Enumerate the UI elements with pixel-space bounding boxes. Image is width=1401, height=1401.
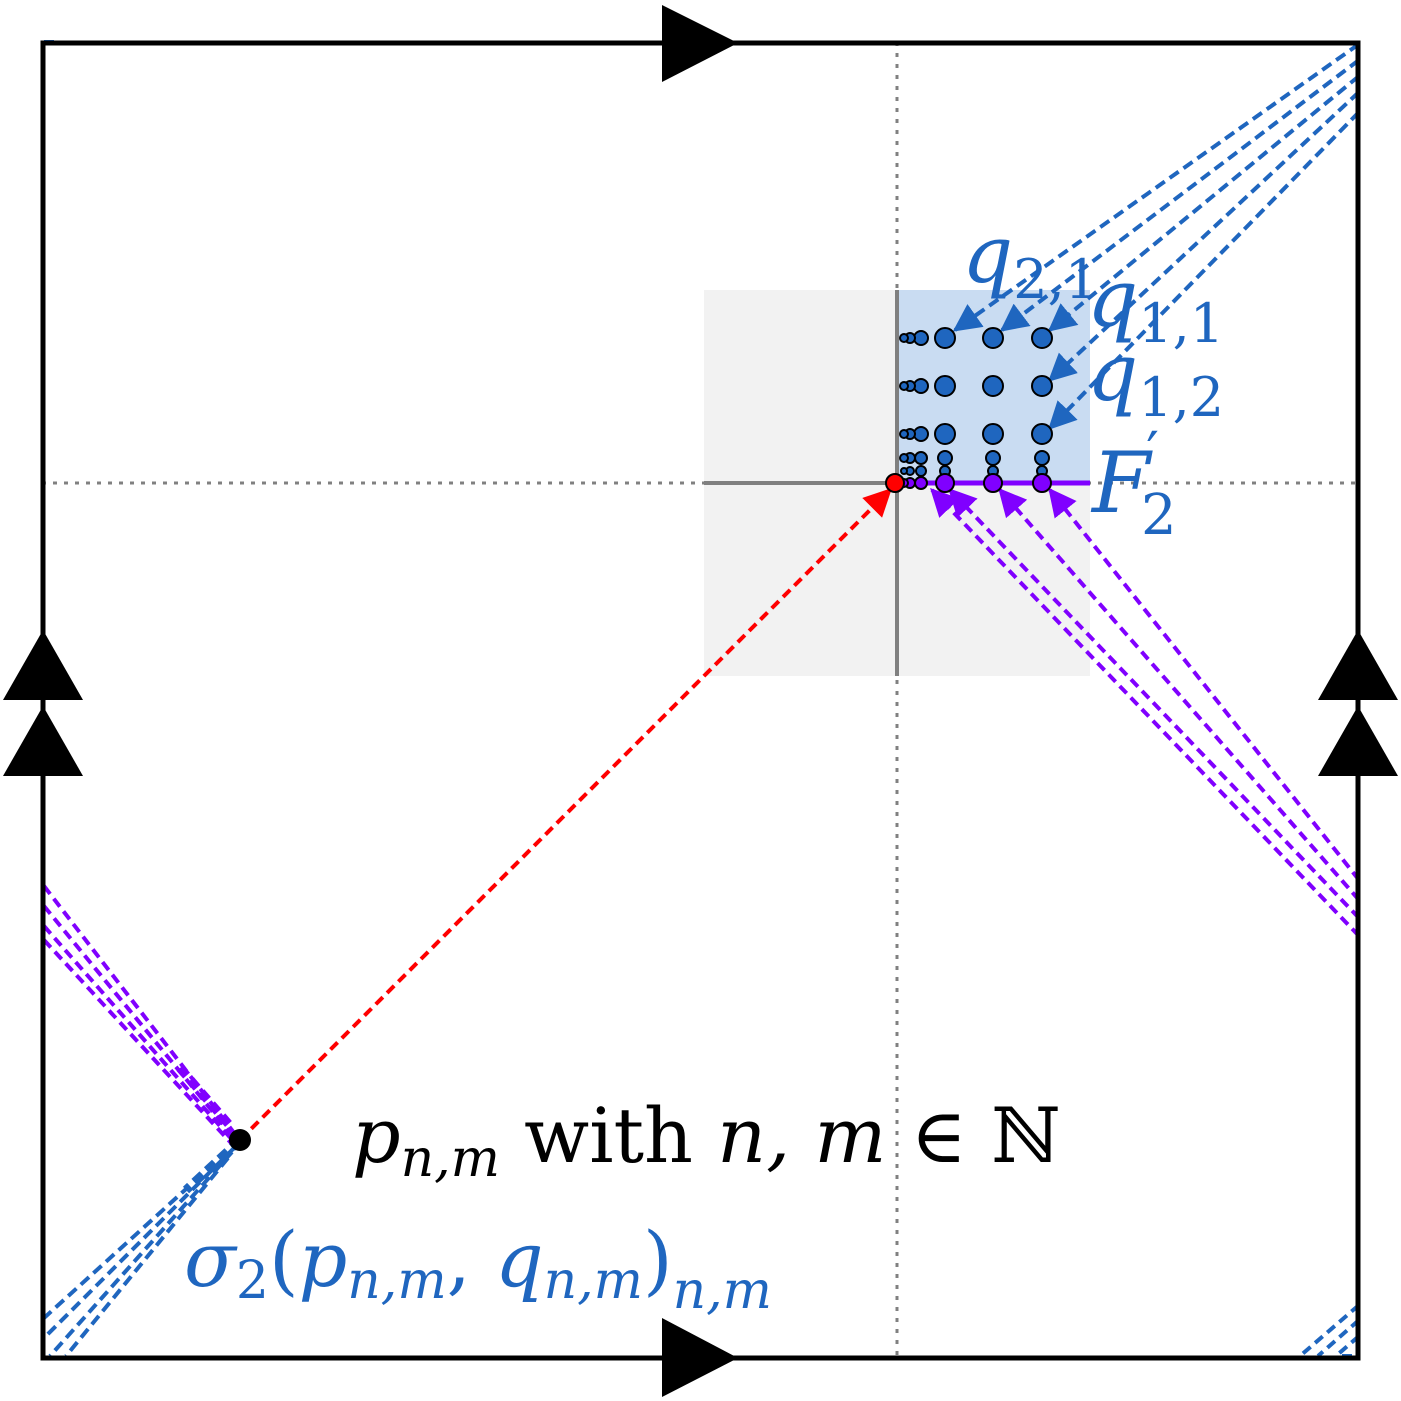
triangle-arrow-icon xyxy=(3,630,83,700)
dot-icon xyxy=(913,330,929,346)
dot-icon xyxy=(900,467,908,475)
dot-icon xyxy=(982,375,1004,397)
dot-icon xyxy=(982,327,1004,349)
purple-dashed-lines-left xyxy=(42,884,240,1146)
dot-icon xyxy=(934,327,956,349)
blue-point-grid xyxy=(899,327,1053,477)
label-q21: q2,1 xyxy=(962,208,1099,311)
triangle-arrow-icon xyxy=(1318,706,1398,776)
dot-icon xyxy=(899,381,909,391)
label-q12: q1,2 xyxy=(1087,326,1224,429)
dot-icon xyxy=(937,450,953,466)
triangle-arrow-icon xyxy=(1318,630,1398,700)
dot-icon xyxy=(1034,450,1050,466)
red-dashed-arrow xyxy=(238,488,892,1142)
dot-icon xyxy=(899,333,909,343)
label-F2-prime: F′2 xyxy=(1090,421,1177,548)
dot-icon xyxy=(899,429,909,439)
purple-point-row xyxy=(899,473,1052,493)
dot-icon xyxy=(935,473,955,493)
dot-icon xyxy=(1031,327,1053,349)
dot-icon xyxy=(1031,375,1053,397)
blue-dashed-lines-top-right xyxy=(952,42,1361,431)
dot-icon xyxy=(914,476,928,490)
dot-icon xyxy=(915,465,927,477)
dot-icon xyxy=(934,423,956,445)
edge-arrows xyxy=(3,5,1398,1397)
dot-icon xyxy=(983,473,1003,493)
dot-icon xyxy=(913,426,929,442)
label-sigma: σ2(pn,m, qn,m)n,m xyxy=(184,1215,772,1321)
blue-dashed-lines-bottom-left xyxy=(42,1136,244,1358)
dot-icon xyxy=(914,451,928,465)
origin-red-point xyxy=(885,473,905,493)
label-q11: q1,1 xyxy=(1087,252,1224,355)
dot-icon xyxy=(1032,473,1052,493)
dot-icon xyxy=(899,453,909,463)
purple-dashed-lines-right xyxy=(930,487,1361,938)
dot-icon xyxy=(1031,423,1053,445)
dot-icon xyxy=(913,378,929,394)
p-point xyxy=(229,1129,251,1151)
label-pnm: pn,m with n, m ∈ ℕ xyxy=(352,1091,1061,1189)
dot-icon xyxy=(985,450,1001,466)
triangle-arrow-icon xyxy=(662,5,738,82)
dot-icon xyxy=(934,375,956,397)
triangle-arrow-icon xyxy=(3,706,83,776)
dot-icon xyxy=(982,423,1004,445)
triangle-arrow-icon xyxy=(662,1318,738,1397)
